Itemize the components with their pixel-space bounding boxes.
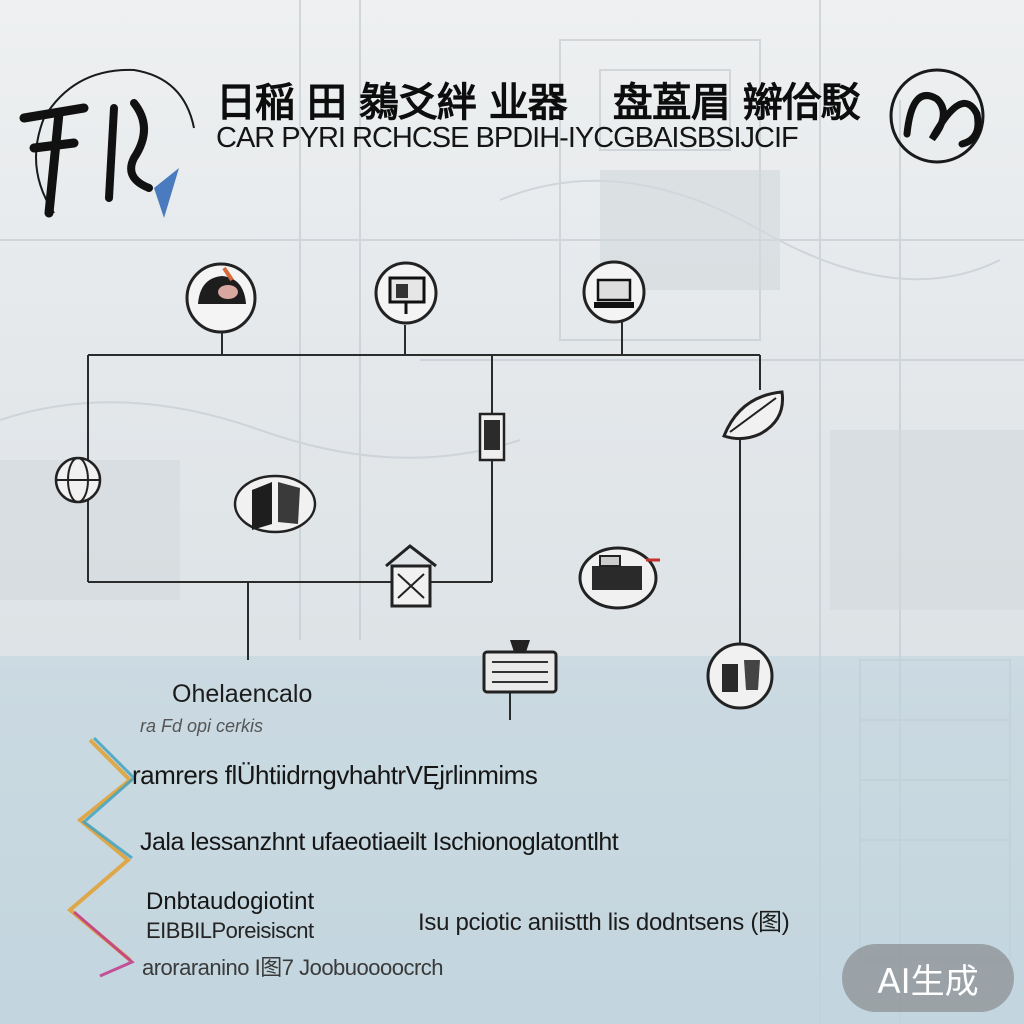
connector-lines xyxy=(87,320,761,720)
book-icon xyxy=(233,474,317,534)
monitor-icon xyxy=(374,261,438,325)
section-subheading: ra Fd opi cerkis xyxy=(140,716,264,736)
text-line-2: Jala lessanzhnt ufaeotiaeilt Ischionogla… xyxy=(140,828,619,856)
section-heading: Ohelaencalo xyxy=(172,680,313,708)
title-cjk-part2: 盘蒕眉 辮佮駁 xyxy=(612,80,861,126)
ink-swirl-logo xyxy=(889,68,1007,194)
keyboard-icon xyxy=(482,640,558,694)
text-line-1: ramrers flÜhtiidrngvhahtrVĘjrlinmims xyxy=(132,760,538,790)
title-cjk-part1: 日稲 田 鶨爻絆 业器 xyxy=(216,80,568,126)
laptop-icon xyxy=(582,260,646,324)
side-caption: Isu pciotic aniistth lis dodntsens (图) xyxy=(418,909,790,936)
leaf-icon xyxy=(722,390,785,441)
phone-icon xyxy=(478,412,506,462)
ai-generated-badge: AI生成 xyxy=(842,944,1014,1012)
machine-icon xyxy=(578,546,660,610)
house-icon xyxy=(385,544,437,608)
text-line-3a: Dnbtaudogiotint xyxy=(146,888,315,915)
text-line-3c: aroraranino I图7 Joobuoooocrch xyxy=(142,955,444,980)
text-line-3b: EIBBILPoreisiscnt xyxy=(146,918,314,943)
helmet-icon xyxy=(185,262,257,334)
zigzag-accent xyxy=(66,736,137,978)
ink-monogram-logo xyxy=(19,68,195,218)
page-title-en: CAR PYRI RCHCSE BPDIH-IYCGBAISBSIJCIF xyxy=(216,122,799,154)
globe-icon xyxy=(54,456,102,504)
page-title-cjk: 日稲 田 鶨爻絆 业器盘蒕眉 辮佮駁 xyxy=(216,70,861,128)
figure-icon xyxy=(706,642,774,710)
